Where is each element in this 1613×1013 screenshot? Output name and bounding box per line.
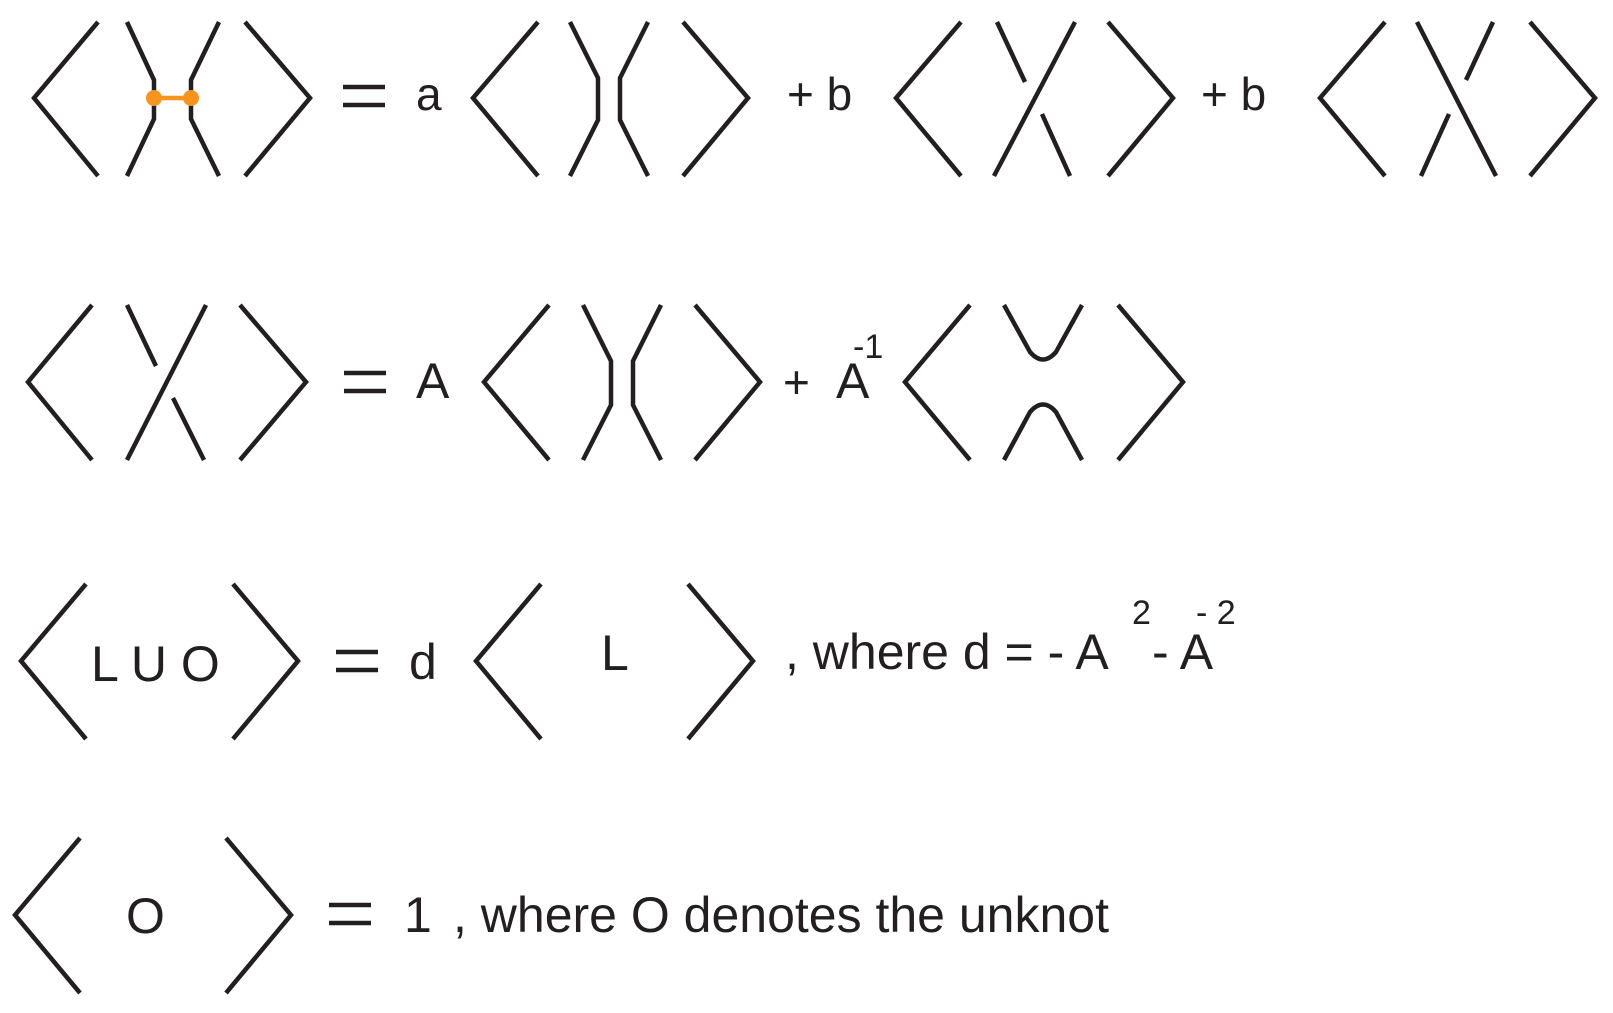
right-angle-bracket	[1106, 20, 1176, 178]
right-angle-bracket	[224, 836, 294, 995]
strand-right	[630, 303, 664, 462]
right-angle-bracket	[681, 20, 751, 178]
right-angle-bracket	[686, 582, 756, 741]
coefficient-A: A	[416, 353, 450, 409]
row-2-crossing-skein-relation: A + A -1	[25, 303, 1186, 462]
bracket-crossing-negative	[1317, 20, 1598, 178]
equals-sign	[343, 84, 385, 108]
where-d-equals: , where d = - A	[785, 624, 1109, 680]
under-strand-top	[124, 304, 159, 367]
strand-left	[567, 20, 601, 178]
under-strand-top	[994, 21, 1028, 83]
coefficient-d: d	[409, 634, 437, 690]
bracket-A-smoothing	[481, 303, 763, 462]
row-3-disjoint-unknot-relation: L U O d L , where d = - A 2 - A - 2	[18, 582, 1236, 741]
right-angle-bracket	[693, 303, 763, 462]
unknot-label: O	[126, 888, 165, 944]
left-angle-bracket	[481, 303, 551, 462]
link-L-label: L	[601, 625, 629, 681]
row-1-graph-skein-relation: a + b + b	[31, 20, 1598, 178]
over-strand	[1414, 20, 1499, 178]
bracket-L: L	[473, 582, 756, 741]
bracket-unknot: O	[12, 836, 294, 995]
right-angle-bracket	[243, 20, 313, 178]
left-angle-bracket	[18, 582, 88, 741]
bracket-B-smoothing	[902, 303, 1186, 462]
left-angle-bracket	[470, 20, 540, 178]
strand-right	[617, 20, 651, 178]
left-angle-bracket	[25, 303, 94, 462]
equals-sign	[329, 902, 371, 926]
bracket-parallel-strands	[470, 20, 751, 178]
exponent-two: 2	[1132, 594, 1151, 632]
coefficient-a: a	[416, 68, 442, 120]
right-angle-bracket	[238, 303, 309, 462]
equals-sign	[344, 370, 386, 394]
left-angle-bracket	[31, 20, 100, 178]
minus-A: - A	[1152, 624, 1214, 680]
plus-b-term-2: + b	[1201, 68, 1266, 120]
plus-b-term-1: + b	[787, 68, 852, 120]
right-angle-bracket	[1528, 20, 1598, 178]
under-strand-top	[1463, 21, 1496, 81]
arc-bottom	[1002, 402, 1084, 462]
graph-vertex-right	[183, 90, 199, 106]
left-angle-bracket	[902, 303, 972, 462]
left-angle-bracket	[1317, 20, 1387, 178]
exponent-minus-one: -1	[853, 328, 883, 366]
graph-vertex-left	[146, 90, 162, 106]
left-angle-bracket	[473, 582, 543, 741]
value-one: 1	[404, 887, 432, 943]
bracket-crossing	[25, 303, 309, 462]
coefficient-A-inverse: A	[836, 353, 870, 409]
over-strand	[992, 20, 1077, 178]
under-strand-bottom	[1039, 113, 1073, 177]
row-4-unknot-normalization: O 1 , where O denotes the unknot	[12, 836, 1109, 995]
left-angle-bracket	[12, 836, 82, 995]
bracket-crossing-positive	[893, 20, 1176, 178]
over-strand	[124, 303, 209, 462]
plus-sign: +	[783, 356, 810, 408]
link-L-union-unknot-label: L U O	[91, 636, 220, 692]
exponent-minus-two: - 2	[1196, 594, 1236, 632]
under-strand-bottom	[1418, 113, 1452, 177]
under-strand-bottom	[170, 396, 207, 462]
left-angle-bracket	[893, 20, 963, 178]
bracket-L-union-unknot: L U O	[18, 582, 301, 741]
unknot-definition-text: , where O denotes the unknot	[453, 887, 1109, 943]
right-angle-bracket	[1116, 303, 1186, 462]
bracket-graph-vertex-tangle	[31, 20, 313, 178]
equals-sign	[336, 649, 378, 673]
right-angle-bracket	[231, 582, 301, 741]
strand-left	[580, 303, 614, 462]
arc-top	[1002, 303, 1084, 362]
